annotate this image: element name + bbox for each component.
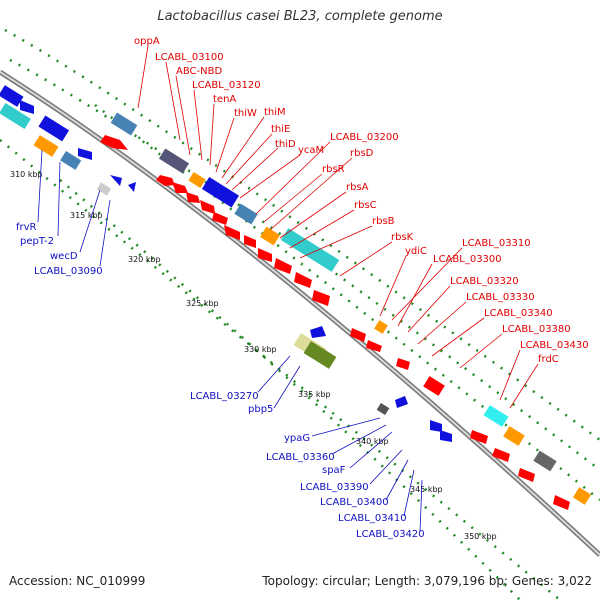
gc-track-inner xyxy=(0,139,561,600)
gene-label: LCABL_03330 xyxy=(466,292,535,303)
tick-label: 325 kbp xyxy=(186,299,219,308)
gene-label: ABC-NBD xyxy=(176,66,222,77)
gene-label: LCABL_03300 xyxy=(433,254,502,265)
gene-label: LCABL_03320 xyxy=(450,276,519,287)
gene-label: rbsK xyxy=(391,232,414,243)
gene-label: rbsC xyxy=(354,200,377,211)
tick-label: 310 kbp xyxy=(10,170,43,179)
tick-label: 350 kbp xyxy=(464,532,497,541)
page-title: Lactobacillus casei BL23, complete genom… xyxy=(157,9,443,24)
scale-ticks: 310 kbp 315 kbp 320 kbp 325 kbp 330 kbp … xyxy=(10,170,497,541)
gene-label: LCABL_03380 xyxy=(502,324,571,335)
gene-label: thiM xyxy=(264,107,286,118)
gene-label: LCABL_03390 xyxy=(300,482,369,493)
gene-label: ypaG xyxy=(284,433,310,444)
gene-label: thiD xyxy=(275,139,296,150)
gene-label: oppA xyxy=(134,36,160,47)
gene-label: ycaM xyxy=(298,145,324,156)
tick-label: 335 kbp xyxy=(298,390,331,399)
reverse-features xyxy=(0,85,390,416)
gene-label: frdC xyxy=(538,354,559,365)
genome-backbone xyxy=(0,69,600,557)
tick-label: 345 kbp xyxy=(410,485,443,494)
gene-label: tenA xyxy=(213,94,236,105)
gene-label: LCABL_03360 xyxy=(266,452,335,463)
gene-label: thiW xyxy=(234,108,257,119)
tick-label: 330 kbp xyxy=(244,345,277,354)
gene-label: frvR xyxy=(16,222,37,233)
gene-label: thiE xyxy=(271,124,290,135)
gene-label: LCABL_03400 xyxy=(320,497,389,508)
forward-features xyxy=(100,112,592,505)
gene-label: LCABL_03310 xyxy=(462,238,531,249)
gene-label: LCABL_03090 xyxy=(34,266,103,277)
tick-label: 340 kbp xyxy=(356,437,389,446)
gene-label: pbp5 xyxy=(248,404,273,415)
gene-label: LCABL_03200 xyxy=(330,132,399,143)
gene-label: ydiC xyxy=(405,246,427,257)
reverse-arrows xyxy=(20,100,452,442)
gene-label: rbsR xyxy=(322,164,345,175)
genome-stats-text: Topology: circular; Length: 3,079,196 bp… xyxy=(262,574,592,588)
inner-gene-labels: frvR pepT-2 wecD LCABL_03090 LCABL_03270… xyxy=(16,149,425,540)
gene-label: LCABL_03340 xyxy=(484,308,553,319)
outer-gene-labels: oppA LCABL_03100 ABC-NBD LCABL_03120 ten… xyxy=(134,36,589,409)
tick-label: 315 kbp xyxy=(70,211,103,220)
gene-label: pepT-2 xyxy=(20,236,54,247)
gene-label: LCABL_03420 xyxy=(356,529,425,540)
gene-label: LCABL_03120 xyxy=(192,80,261,91)
accession-text: Accession: NC_010999 xyxy=(9,574,146,588)
gene-label: rbsD xyxy=(350,148,374,159)
gc-track-outer xyxy=(4,28,600,501)
gene-label: rbsB xyxy=(372,216,395,227)
tick-label: 320 kbp xyxy=(128,255,161,264)
gene-label: LCABL_03270 xyxy=(190,391,259,402)
gene-label: LCABL_03410 xyxy=(338,513,407,524)
forward-arrows xyxy=(156,175,570,510)
gene-label: LCABL_03430 xyxy=(520,340,589,351)
gene-label: wecD xyxy=(50,251,78,262)
gene-label: spaF xyxy=(322,465,346,476)
gene-label: rbsA xyxy=(346,182,369,193)
gene-label: LCABL_03100 xyxy=(155,52,224,63)
